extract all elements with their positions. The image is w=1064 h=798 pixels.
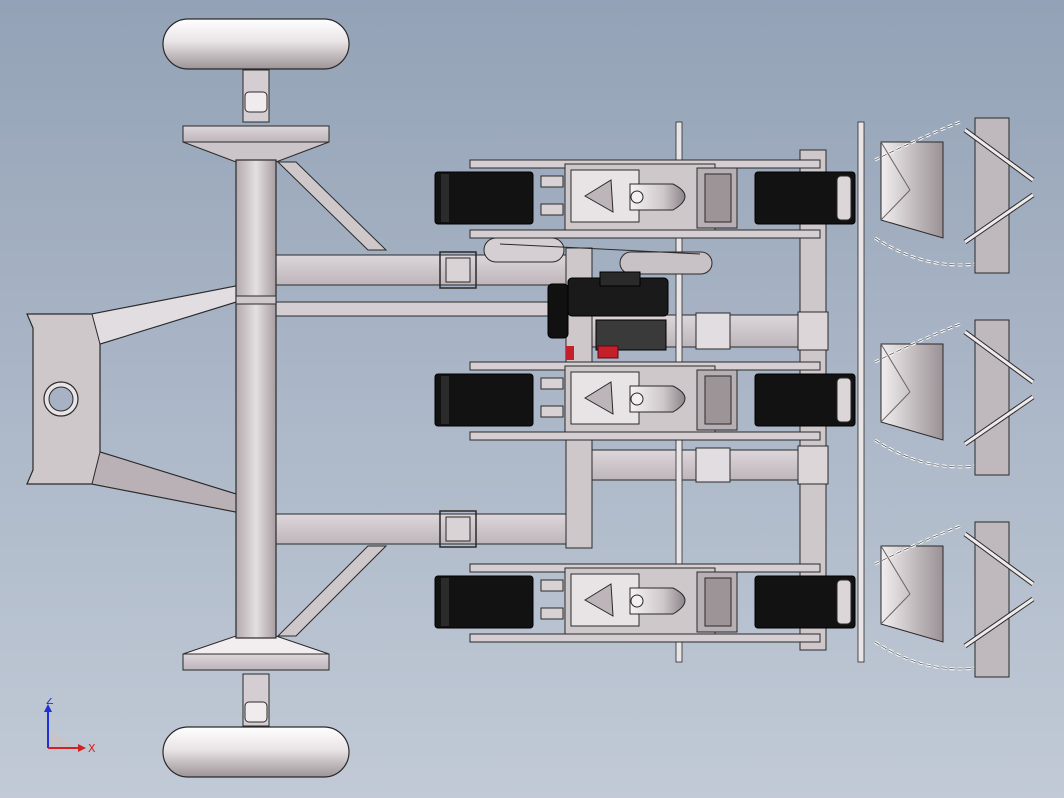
axle-tube xyxy=(235,159,277,639)
transport-axle-assembly xyxy=(162,18,388,778)
axis-triad: Z X xyxy=(44,698,96,755)
hitch-a-frame xyxy=(26,285,237,513)
gearbox-motor xyxy=(547,271,669,360)
row-unit-3 xyxy=(435,522,1033,677)
x-axis-label: X xyxy=(88,742,96,755)
z-axis-label: Z xyxy=(46,698,54,707)
drive-belt xyxy=(483,237,713,275)
